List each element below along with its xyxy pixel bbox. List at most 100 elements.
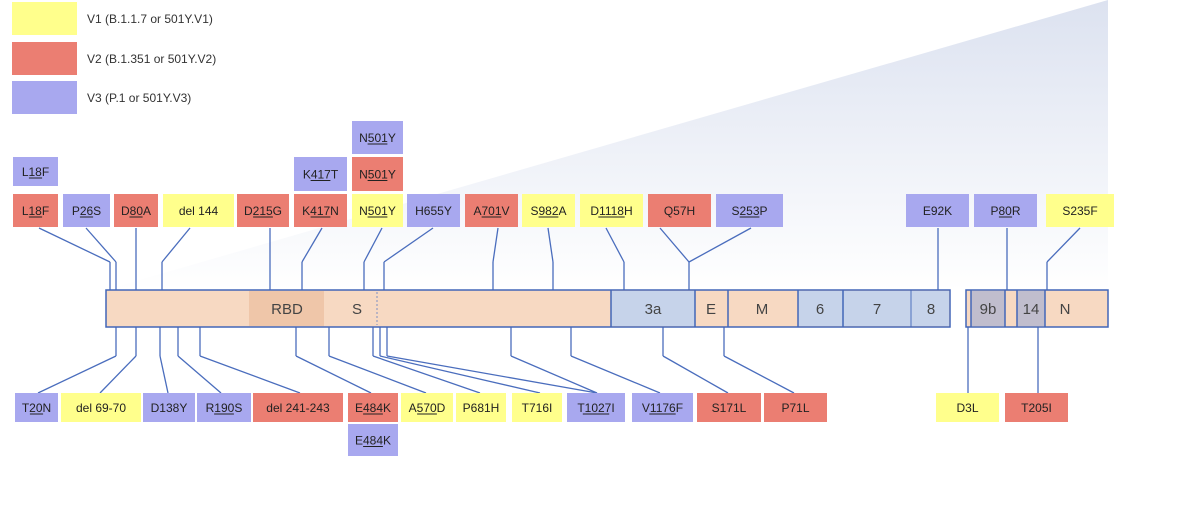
- leader-line: [363, 227, 383, 263]
- mutation-l18f: L18F: [13, 157, 58, 186]
- mutation-box-v2: [697, 393, 761, 422]
- mutation-p80r: P80R: [974, 194, 1037, 227]
- leader-line: [85, 227, 117, 263]
- leader-line: [99, 355, 137, 394]
- mutation-a701v: A701V: [465, 194, 518, 227]
- mutation-box-v3: [974, 194, 1037, 227]
- mutation-s982a: S982A: [522, 194, 575, 227]
- mutation-n501y: N501Y: [352, 157, 403, 191]
- mutation-label: T205I: [1021, 401, 1052, 415]
- leader-line: [37, 355, 117, 394]
- segment-label-s: S: [352, 301, 362, 318]
- leader-line: [38, 227, 111, 263]
- mutation-v1176f: V1176F: [632, 393, 693, 422]
- leader-line: [605, 227, 625, 263]
- mutation-e92k: E92K: [906, 194, 969, 227]
- mutation-box-v3: [567, 393, 625, 422]
- legend-label-v3: V3 (P.1 or 501Y.V3): [87, 91, 191, 105]
- mutation-label: D3L: [956, 401, 978, 415]
- mutation-box-v3: [407, 194, 460, 227]
- segment-fill: [843, 291, 911, 326]
- mutation-label: P71L: [781, 401, 809, 415]
- leader-line: [386, 355, 598, 394]
- mutation-box-v2: [348, 393, 398, 422]
- mutation-label: T716I: [522, 401, 553, 415]
- segment-label-rbd: RBD: [271, 301, 303, 318]
- mutation-box-v1: [1046, 194, 1114, 227]
- mutation-label: Q57H: [664, 204, 695, 218]
- mutation-box-v3: [294, 157, 347, 191]
- leader-line: [492, 227, 499, 263]
- mutation-box-v1: [936, 393, 999, 422]
- leader-line: [159, 355, 169, 394]
- mutation-l18f: L18F: [13, 194, 58, 227]
- segment-fill: [971, 291, 1005, 326]
- leader-line: [295, 355, 372, 394]
- mutation-box-v2: [253, 393, 343, 422]
- mutation-n501y: N501Y: [352, 194, 403, 227]
- leader-line: [659, 227, 690, 263]
- legend-swatch-v1: [12, 2, 77, 35]
- segment-fill: [1017, 291, 1045, 326]
- mutation-label: D1118H: [590, 204, 632, 218]
- mutation-label: D80A: [121, 204, 151, 218]
- mutation-e484k: E484K: [348, 393, 398, 422]
- segment-label-8: 8: [927, 301, 935, 318]
- mutation-p26s: P26S: [63, 194, 110, 227]
- legend-label-v1: V1 (B.1.1.7 or 501Y.V1): [87, 12, 213, 26]
- legend-swatch-v3: [12, 81, 77, 114]
- mutation-t716i: T716I: [512, 393, 562, 422]
- segment-label-14: 14: [1023, 301, 1040, 318]
- segment-fill: [911, 291, 949, 326]
- mutation-k417t: K417T: [294, 157, 347, 191]
- mutation-label: E484K: [355, 401, 391, 415]
- mutation-s235f: S235F: [1046, 194, 1114, 227]
- segment-label-e: E: [706, 301, 716, 318]
- mutation-q57h: Q57H: [648, 194, 711, 227]
- mutation-label: L18F: [22, 204, 49, 218]
- mutation-box-v3: [63, 194, 110, 227]
- mutation-box-v3: [197, 393, 251, 422]
- segment-fill: [798, 291, 843, 326]
- mutation-del-241-243: del 241-243: [253, 393, 343, 422]
- mutation-label: T20N: [22, 401, 51, 415]
- mutation-t20n: T20N: [15, 393, 58, 422]
- mutation-label: V1176F: [642, 401, 683, 415]
- segment-label-6: 6: [816, 301, 824, 318]
- mutation-a570d: A570D: [401, 393, 453, 422]
- mutation-label: E92K: [923, 204, 952, 218]
- mutation-label: A701V: [473, 204, 509, 218]
- mutation-box-v2: [764, 393, 827, 422]
- mutation-box-v3: [348, 424, 398, 456]
- leader-line: [161, 227, 191, 263]
- leader-line: [379, 355, 541, 394]
- legend-swatch-v2: [12, 42, 77, 75]
- mutation-box-v3: [13, 157, 58, 186]
- mutation-box-v1: [456, 393, 506, 422]
- mutation-label: L18F: [22, 165, 49, 179]
- mutation-t205i: T205I: [1005, 393, 1068, 422]
- legend-label-v2: V2 (B.1.351 or 501Y.V2): [87, 52, 216, 66]
- mutation-label: A570D: [409, 401, 446, 415]
- leader-line: [510, 355, 598, 394]
- mutation-label: T1027I: [577, 401, 614, 415]
- mutation-box-v3: [906, 194, 969, 227]
- mutation-label: H655Y: [415, 204, 452, 218]
- mutation-box-v3: [143, 393, 195, 422]
- mutation-box-v2: [1005, 393, 1068, 422]
- mutation-s171l: S171L: [697, 393, 761, 422]
- mutation-box-v3: [716, 194, 783, 227]
- mutation-label: del 144: [179, 204, 219, 218]
- segment-label-7: 7: [873, 301, 881, 318]
- mutation-label: P80R: [990, 204, 1020, 218]
- mutation-label: N501Y: [359, 131, 396, 145]
- mutation-label: S171L: [712, 401, 747, 415]
- mutation-box-v1: [61, 393, 141, 422]
- mutation-label: del 241-243: [266, 401, 330, 415]
- mutation-d80a: D80A: [114, 194, 158, 227]
- leader-line: [301, 227, 323, 263]
- segment-label-3a: 3a: [645, 301, 662, 318]
- mutation-s253p: S253P: [716, 194, 783, 227]
- mutation-label: P681H: [463, 401, 500, 415]
